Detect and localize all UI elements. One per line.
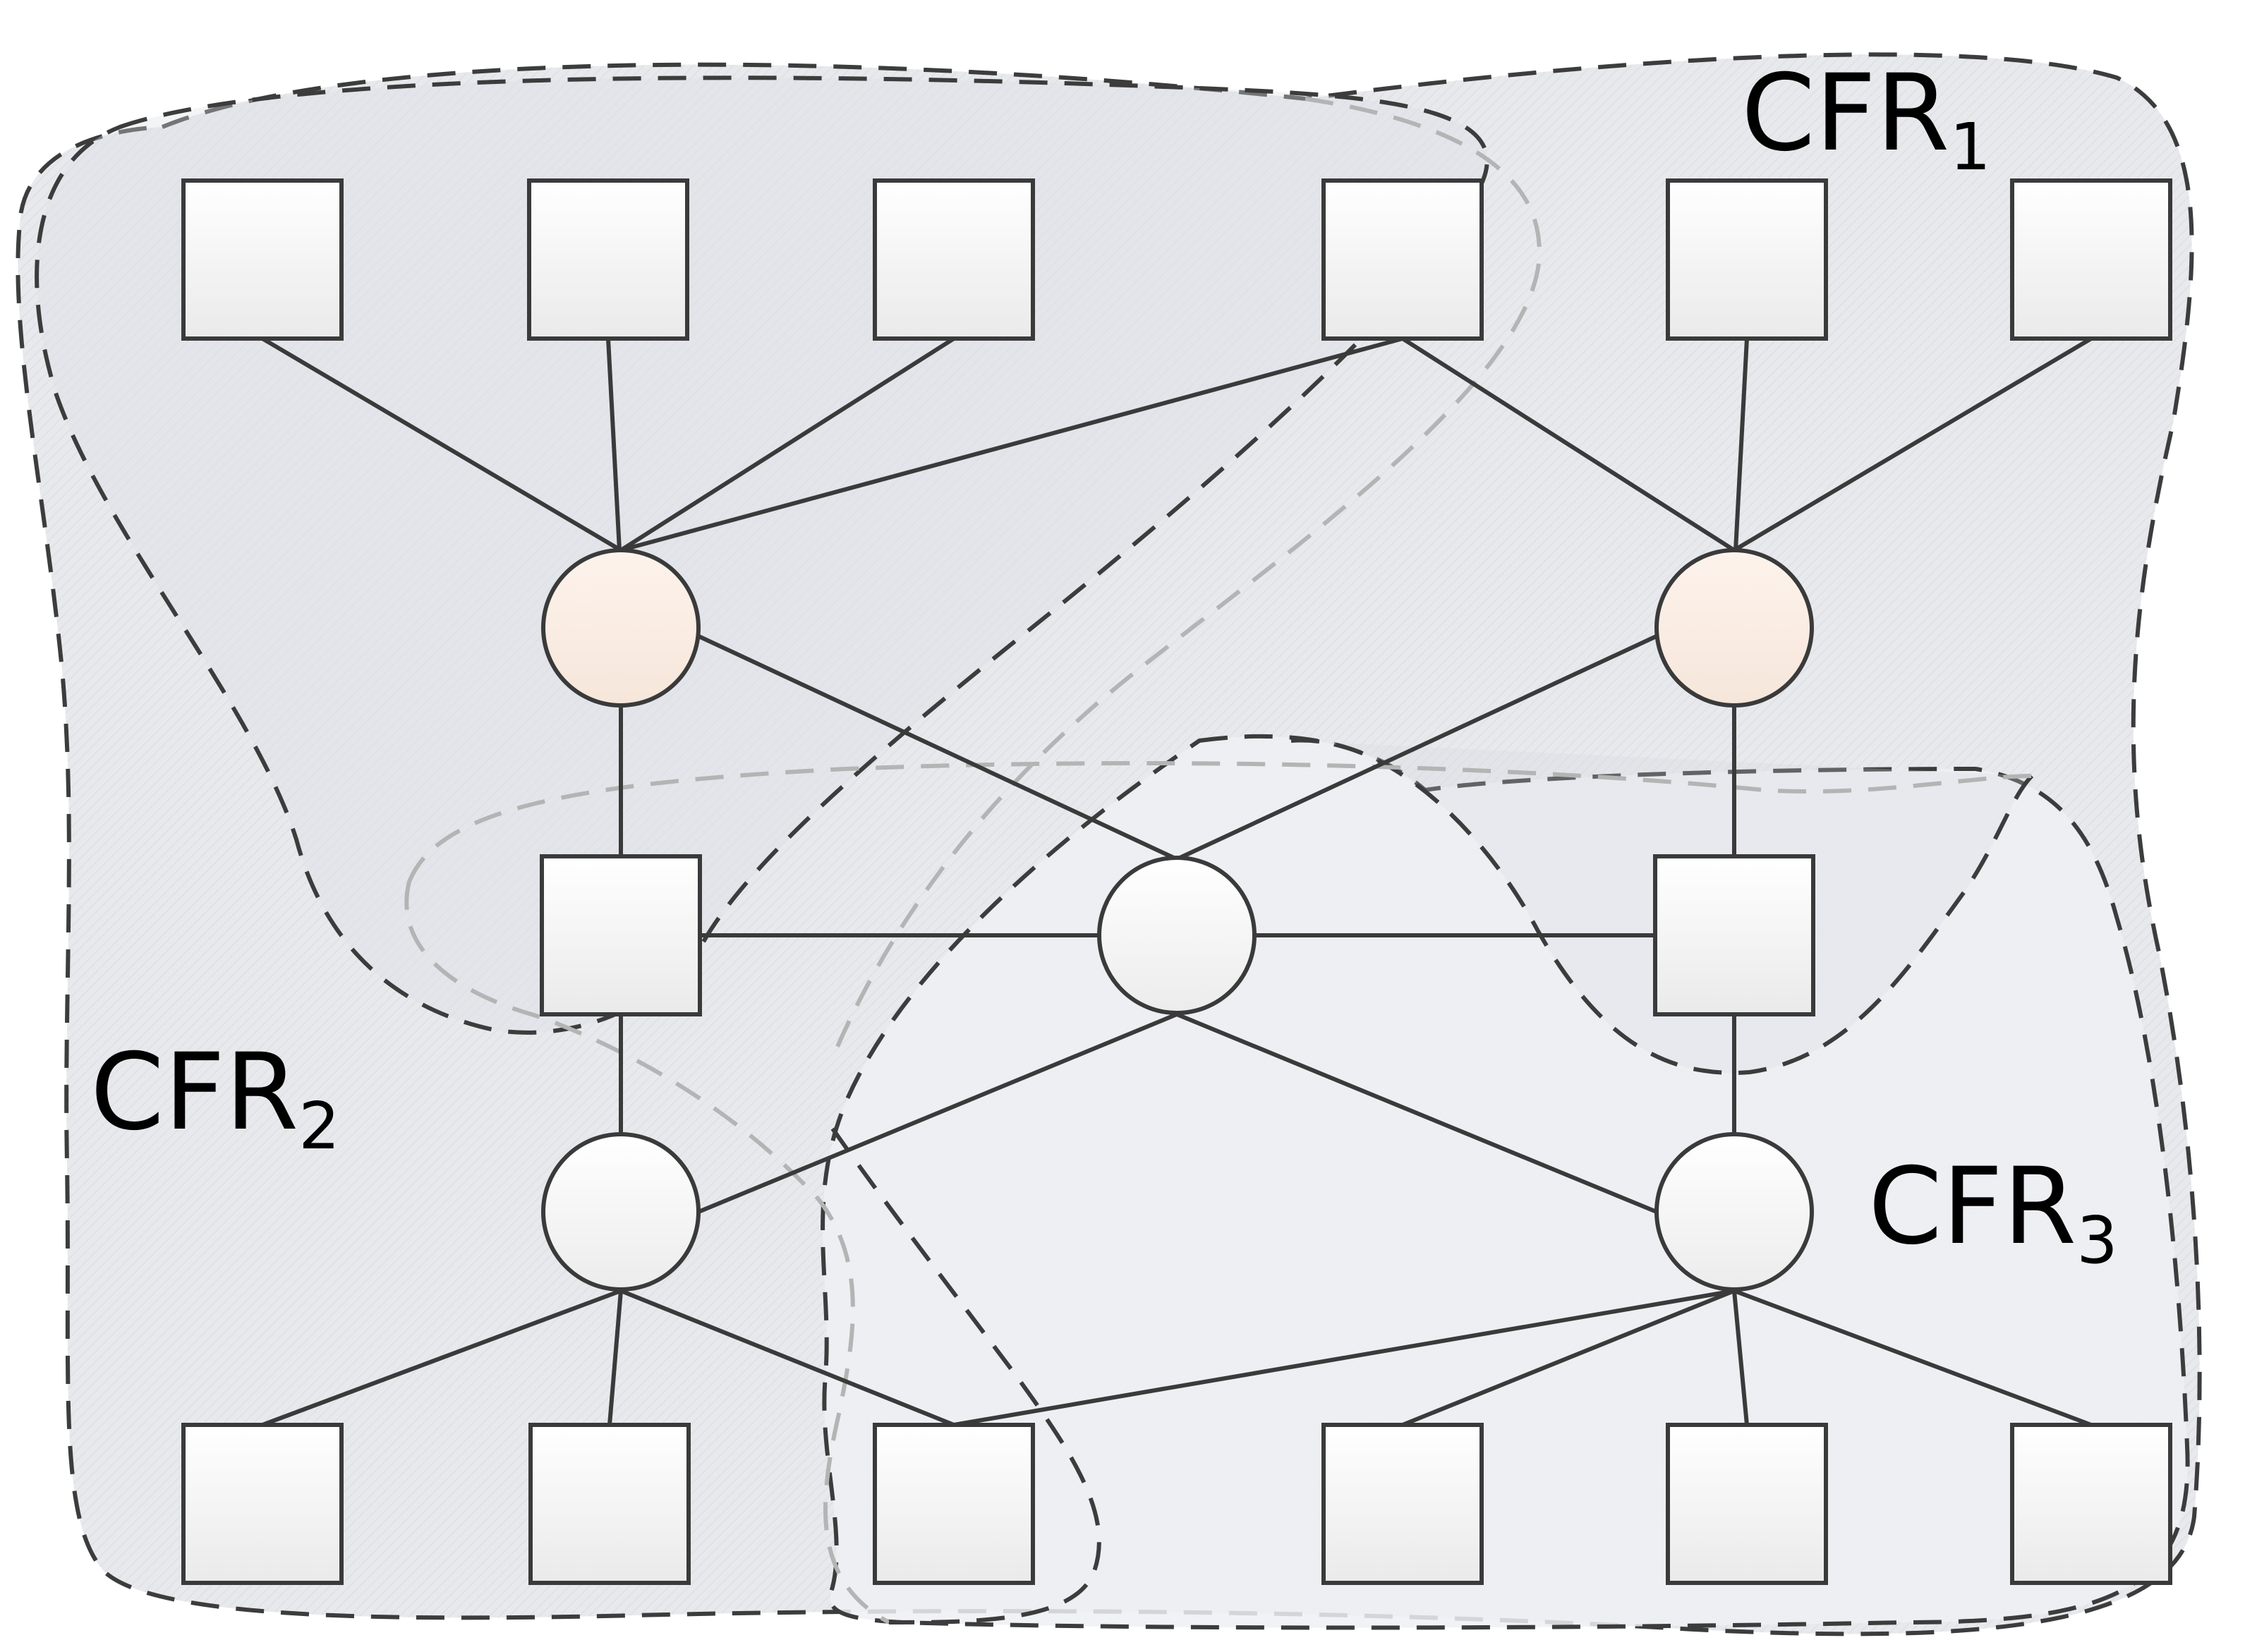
circle-node [541,1132,701,1292]
edge [607,1289,623,1427]
region-label-main: CFR [90,1031,298,1154]
region-overlap-outline-2 [407,760,2033,883]
square-node [1653,854,1815,1016]
region-overlap-outline-1 [830,97,1542,1059]
square-node [540,854,702,1016]
edge [619,336,1405,552]
edge [694,633,1179,861]
edge [952,1289,1736,1427]
region-label-subscript: 3 [2076,1203,2118,1278]
square-node [181,178,344,341]
nodes [181,178,2172,1585]
region-label-cfr3: CFR3 [1868,1146,2118,1278]
edge [1175,1012,1659,1214]
edge [606,336,622,552]
region-overlap-outline-4 [830,1127,1101,1624]
region-label-main: CFR [1868,1146,2076,1268]
region-label-main: CFR [1741,52,1949,175]
circle-node [1654,1132,1814,1292]
edge [1732,1289,1749,1427]
region-label-subscript: 2 [298,1088,340,1164]
square-node [2010,1423,2172,1585]
edge [619,1289,956,1427]
edge [696,1012,1179,1214]
circle-node [1097,856,1257,1015]
square-node [1321,1423,1484,1585]
edge [1732,336,2093,552]
edges [260,336,2093,1427]
edge [1733,336,1749,552]
edge [1400,336,1736,552]
region-cfr1-inner-outline [35,75,1489,1035]
edge [260,1289,623,1427]
square-node [1666,1423,1828,1585]
edge [1400,1289,1736,1427]
edge [1175,633,1662,861]
square-node [527,178,689,341]
region-label-cfr2: CFR2 [90,1031,340,1164]
highlighted-circle-node [541,548,701,707]
highlighted-circle-node [1654,548,1814,707]
square-node [181,1423,344,1585]
square-node [528,1423,691,1585]
region-label-subscript: 1 [1949,109,1991,185]
edge [260,336,623,552]
region-label-cfr1: CFR1 [1741,52,1991,185]
region-overlap-outline-3 [404,881,890,1624]
square-node [873,1423,1035,1585]
square-node [2010,178,2172,341]
square-node [1321,178,1484,341]
edge [1732,1289,2093,1427]
square-node [873,178,1035,341]
edge [619,336,956,552]
square-node [1666,178,1828,341]
